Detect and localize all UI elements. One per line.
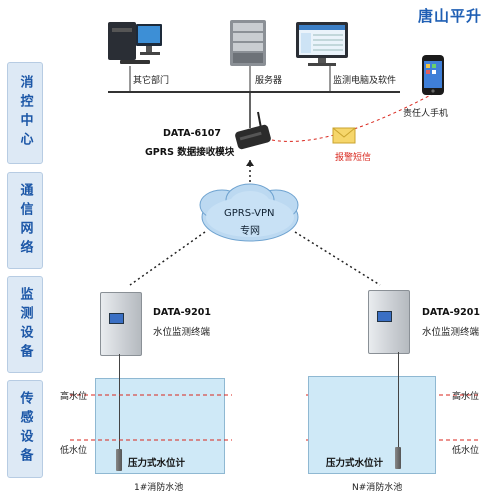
pool-1-gauge-label: 压力式水位计 (128, 458, 186, 469)
label-phone: 责任人手机 (403, 109, 449, 119)
pool-n-high-label: 高水位 (452, 392, 480, 402)
terminal-1-model: DATA-9201 (153, 307, 211, 318)
desktop-pc-icon (108, 22, 162, 64)
terminal-box-1 (100, 292, 142, 356)
section-sense-device-label: 传感设备 (17, 391, 33, 467)
arrow-up-icon (246, 160, 254, 166)
pool-n-low-label: 低水位 (452, 446, 480, 456)
pool-1-name: 1#消防水池 (134, 483, 184, 493)
cloud-icon (199, 183, 299, 242)
terminal-n-model: DATA-9201 (422, 307, 480, 318)
section-comm-network-label: 通信网络 (17, 182, 33, 259)
pool-n-gauge-label: 压力式水位计 (326, 458, 384, 469)
section-control-center-label: 消控中心 (17, 75, 33, 151)
terminal-box-n (368, 290, 410, 354)
envelope-icon (332, 127, 356, 144)
section-monitor-device-label: 监测设备 (17, 286, 33, 363)
gprs-model: DATA-6107 (163, 128, 221, 139)
pool-1-high-label: 高水位 (60, 392, 88, 402)
terminal-screen-icon (109, 313, 124, 324)
label-server: 服务器 (255, 76, 283, 86)
section-monitor-device: 监测设备 (7, 276, 43, 373)
pool-n-name: N#消防水池 (352, 483, 403, 493)
section-comm-network: 通信网络 (7, 172, 43, 269)
terminal-1-desc: 水位监测终端 (153, 327, 211, 338)
gprs-router-icon (235, 111, 271, 150)
alarm-line (271, 89, 441, 142)
brand-title: 唐山平升 (418, 7, 483, 25)
terminal-n-desc: 水位监测终端 (422, 327, 480, 338)
sensor-cable-n (398, 352, 399, 452)
pool-1-low-label: 低水位 (60, 446, 88, 456)
gprs-desc: GPRS 数据接收模块 (145, 147, 235, 158)
terminal-screen-icon (377, 311, 392, 322)
pressure-sensor-icon (395, 447, 401, 469)
vpn-line1: GPRS-VPN (224, 208, 275, 219)
label-other-dept: 其它部门 (133, 76, 170, 86)
sensor-cable-1 (119, 354, 120, 454)
mobile-phone-icon (422, 55, 444, 95)
link-cloud-terminal-1 (129, 231, 206, 286)
pool-n (308, 376, 436, 474)
vpn-line2: 专网 (240, 226, 260, 237)
alarm-sms-label: 报警短信 (335, 153, 372, 163)
server-icon (230, 20, 266, 66)
monitor-pc-icon (296, 22, 348, 66)
label-monitor-pc: 监测电脑及软件 (333, 76, 397, 86)
link-cloud-terminal-n (294, 231, 381, 286)
section-control-center: 消控中心 (7, 62, 43, 164)
section-sense-device: 传感设备 (7, 380, 43, 478)
pressure-sensor-icon (116, 449, 122, 471)
